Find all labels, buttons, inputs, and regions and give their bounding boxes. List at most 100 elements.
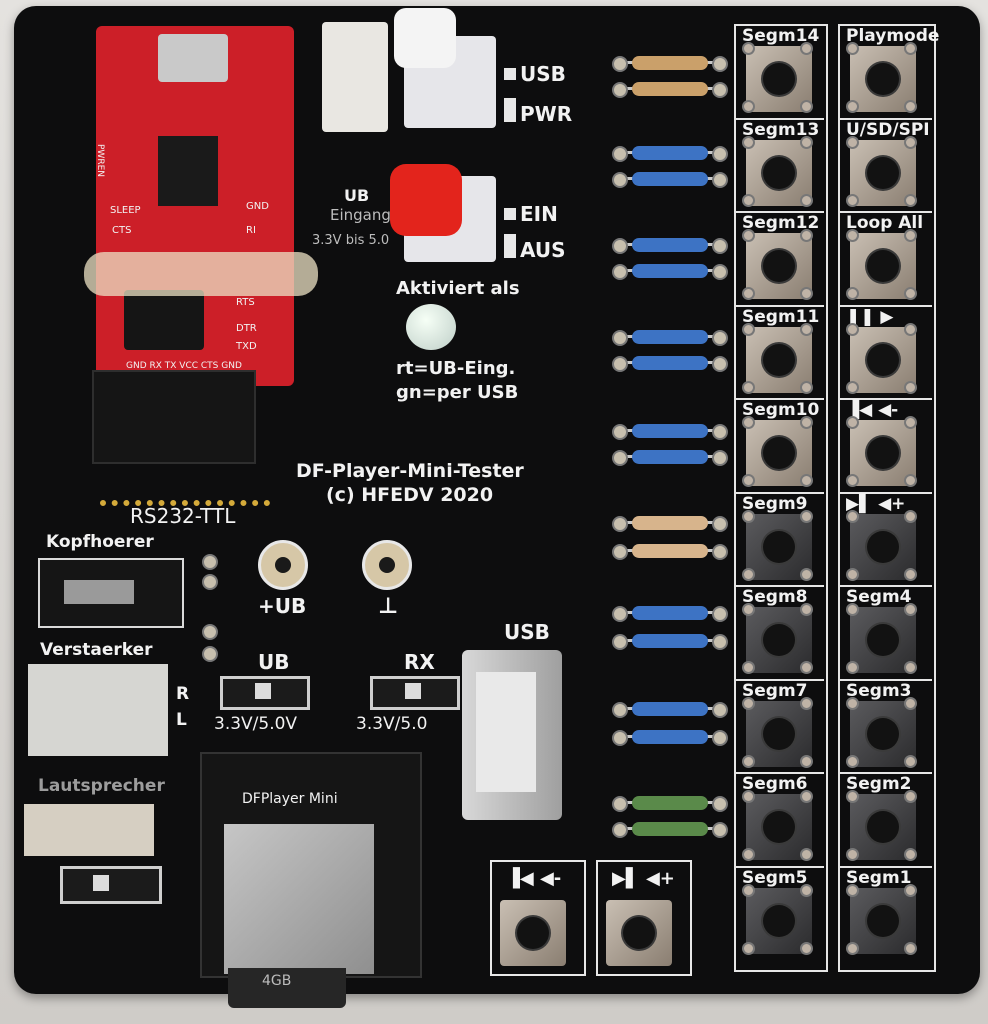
button-cap[interactable] xyxy=(763,156,795,189)
column-divider xyxy=(838,772,932,774)
pad xyxy=(612,172,628,188)
dfplayer-module: DFPlayer Mini xyxy=(200,752,422,978)
white-cap[interactable] xyxy=(394,8,456,68)
ub-switch-knob[interactable] xyxy=(255,683,271,699)
header-pins xyxy=(100,460,270,506)
speaker-switch[interactable] xyxy=(60,866,162,904)
right-tactile-button[interactable] xyxy=(846,509,917,581)
column-divider xyxy=(838,865,932,868)
right-tactile-button[interactable] xyxy=(846,696,917,768)
next-vol-up-button[interactable] xyxy=(606,900,672,966)
button-cap[interactable] xyxy=(623,917,655,949)
button-pin xyxy=(846,474,859,487)
button-cap[interactable] xyxy=(867,717,899,750)
pad xyxy=(612,56,628,72)
button-cap[interactable] xyxy=(763,811,795,843)
button-pin xyxy=(904,790,917,803)
pad xyxy=(712,172,728,188)
button-pin xyxy=(846,322,859,336)
button-pin xyxy=(742,100,755,113)
button-pin xyxy=(800,135,813,149)
plus-ub-label: +UB xyxy=(258,594,307,618)
left-tactile-button[interactable] xyxy=(742,603,813,674)
left-tactile-button[interactable] xyxy=(742,42,813,113)
button-cap[interactable] xyxy=(867,904,899,937)
bottom-button-frame-next: ▶▌ ◀+ xyxy=(596,860,692,976)
micro-sd-card[interactable]: 4GB xyxy=(228,968,346,1008)
left-tactile-button[interactable] xyxy=(742,135,813,207)
right-tactile-button[interactable] xyxy=(846,229,917,300)
left-tactile-button[interactable] xyxy=(742,790,813,861)
pad xyxy=(612,356,628,372)
button-cap[interactable] xyxy=(867,811,899,843)
pwr-label: PWR xyxy=(520,102,573,126)
pad xyxy=(202,646,218,662)
column-divider xyxy=(838,117,932,120)
button-pin xyxy=(904,754,917,768)
right-button-label: ▶▌ ◀+ xyxy=(846,493,906,514)
pad xyxy=(612,516,628,532)
resistor xyxy=(632,544,708,558)
red-cap[interactable] xyxy=(390,164,462,236)
right-tactile-button[interactable] xyxy=(846,603,917,674)
left-tactile-button[interactable] xyxy=(742,229,813,300)
button-cap[interactable] xyxy=(867,63,899,95)
left-tactile-button[interactable] xyxy=(742,416,813,487)
right-tactile-button[interactable] xyxy=(846,42,917,113)
button-cap[interactable] xyxy=(867,437,899,469)
button-pin xyxy=(800,474,813,487)
button-cap[interactable] xyxy=(867,250,899,282)
button-cap[interactable] xyxy=(763,250,795,282)
rx-switch-knob[interactable] xyxy=(405,683,421,699)
left-tactile-button[interactable] xyxy=(742,322,813,394)
button-pin xyxy=(904,193,917,207)
button-pin xyxy=(904,661,917,674)
button-cap[interactable] xyxy=(763,904,795,937)
button-cap[interactable] xyxy=(517,917,549,949)
button-pin xyxy=(904,883,917,897)
button-pin xyxy=(800,322,813,336)
ub-label: UB xyxy=(344,186,370,205)
button-cap[interactable] xyxy=(763,530,795,563)
sd-card-slot[interactable] xyxy=(224,824,374,974)
right-button-label: Segm2 xyxy=(846,774,912,794)
ub-voltage-switch[interactable] xyxy=(220,676,310,710)
resistor xyxy=(632,424,708,438)
usb-label: USB xyxy=(520,62,566,86)
button-cap[interactable] xyxy=(867,156,899,189)
button-pin xyxy=(800,193,813,207)
test-point-plus-ub[interactable] xyxy=(258,540,308,590)
dfplayer-label: DFPlayer Mini xyxy=(242,791,338,807)
button-pin xyxy=(904,474,917,487)
left-tactile-button[interactable] xyxy=(742,696,813,768)
left-tactile-button[interactable] xyxy=(742,883,813,955)
button-pin xyxy=(846,603,859,616)
prev-vol-down-button[interactable] xyxy=(500,900,566,966)
usb-a-port[interactable] xyxy=(462,650,562,820)
resistor xyxy=(632,702,708,716)
button-cap[interactable] xyxy=(763,437,795,469)
power-switch-body[interactable] xyxy=(390,164,496,262)
button-cap[interactable] xyxy=(867,624,899,656)
button-cap[interactable] xyxy=(763,624,795,656)
pad xyxy=(612,796,628,812)
rx-voltage-switch[interactable] xyxy=(370,676,460,710)
button-pin xyxy=(742,941,755,955)
resistor xyxy=(632,330,708,344)
speaker-switch-knob[interactable] xyxy=(93,875,109,891)
button-cap[interactable] xyxy=(763,63,795,95)
button-cap[interactable] xyxy=(867,343,899,376)
left-tactile-button[interactable] xyxy=(742,509,813,581)
resistor xyxy=(632,516,708,530)
right-tactile-button[interactable] xyxy=(846,322,917,394)
usb-port-tongue xyxy=(476,672,536,792)
right-tactile-button[interactable] xyxy=(846,416,917,487)
button-cap[interactable] xyxy=(763,717,795,750)
button-cap[interactable] xyxy=(867,530,899,563)
usb-pwr-switch-body[interactable] xyxy=(394,8,496,128)
right-tactile-button[interactable] xyxy=(846,883,917,955)
test-point-gnd[interactable] xyxy=(362,540,412,590)
right-tactile-button[interactable] xyxy=(846,790,917,861)
button-cap[interactable] xyxy=(763,343,795,376)
right-tactile-button[interactable] xyxy=(846,135,917,207)
